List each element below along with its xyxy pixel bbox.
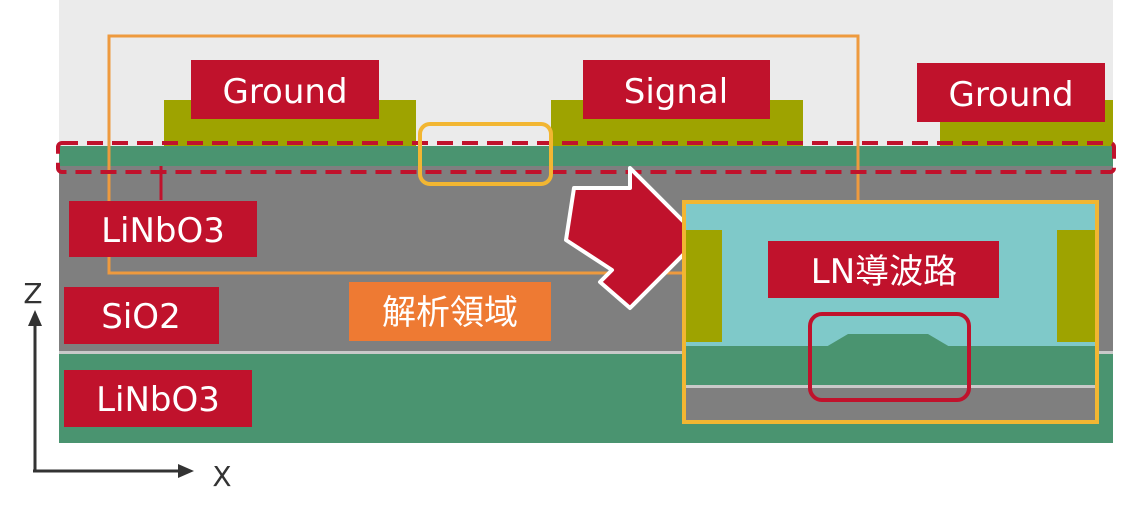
inset-ln-slab	[684, 346, 1097, 386]
signal-label-box	[583, 60, 770, 119]
gap-highlight-box	[418, 122, 553, 186]
thin-layer-dashed-outline	[56, 141, 1116, 174]
linbo3-thin-layer	[59, 146, 1113, 166]
ground-right-label: Ground	[917, 63, 1105, 122]
inset-border	[682, 200, 1099, 424]
interface-line	[59, 351, 1113, 354]
ground-right-label-text: Ground	[948, 75, 1073, 115]
linbo3-thin-label: LiNbO3	[69, 201, 257, 257]
ground-left-label-text: Ground	[222, 72, 347, 112]
waveguide-highlight-box	[808, 312, 971, 402]
z-axis-arrowhead	[28, 310, 42, 326]
sio2-label-text: SiO2	[101, 297, 180, 337]
coordinate-axes: Z X	[23, 277, 231, 493]
ground-left-label-box	[191, 60, 379, 119]
signal-label: Signal	[583, 60, 770, 119]
sio2-label-box	[64, 287, 219, 344]
analysis-region-label-text: 解析領域	[382, 293, 518, 333]
inset-electrode-left	[686, 230, 722, 342]
inset-electrode-right	[1057, 230, 1095, 342]
linbo3-substrate-label-box	[64, 370, 252, 427]
ground-right-label-box	[917, 63, 1105, 122]
ground-left-label: Ground	[191, 60, 379, 119]
x-axis-label: X	[212, 460, 231, 493]
linbo3-thin-label-box	[69, 201, 257, 257]
z-axis-label: Z	[23, 277, 42, 310]
inset-interface-line	[684, 385, 1097, 388]
ln-waveguide-label-text: LN導波路	[811, 252, 957, 292]
analysis-region-outline	[107, 34, 860, 275]
linbo3-substrate-label-text: LiNbO3	[96, 380, 220, 420]
x-axis-arrowhead	[178, 464, 194, 478]
linbo3-substrate-label: LiNbO3	[64, 370, 252, 427]
inset-sio2	[684, 388, 1097, 422]
zoom-arrow	[564, 166, 702, 310]
sio2-label: SiO2	[64, 287, 219, 344]
analysis-region-label: 解析領域	[349, 282, 551, 341]
linbo3-thin-label-text: LiNbO3	[101, 211, 225, 251]
analysis-region-label-box	[349, 282, 551, 341]
inset-zoom-view: LN導波路	[682, 200, 1099, 424]
ln-waveguide-label-box	[768, 241, 999, 298]
inset-ln-ridge	[826, 334, 950, 347]
signal-label-text: Signal	[624, 72, 728, 112]
